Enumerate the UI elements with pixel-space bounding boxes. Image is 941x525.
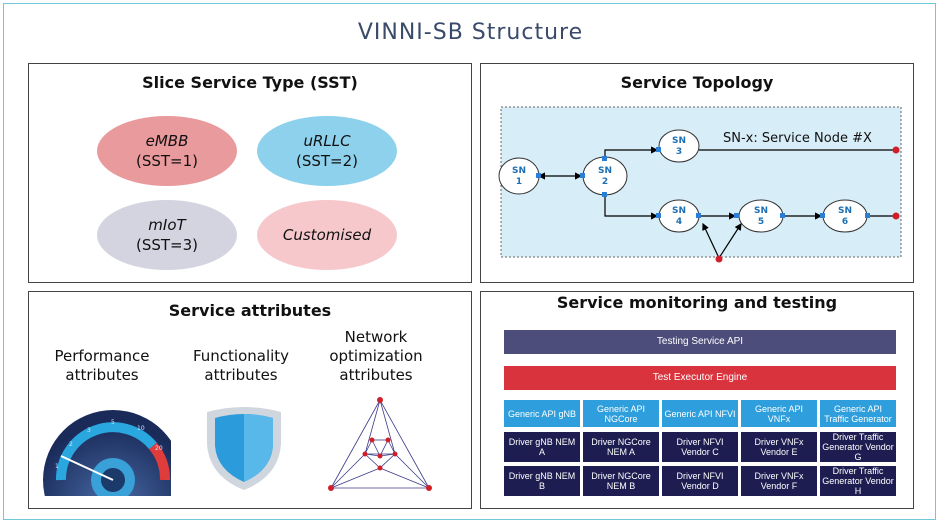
node-sn3 <box>658 129 700 163</box>
topology-title: Service Topology <box>620 73 774 92</box>
svg-text:20: 20 <box>155 445 163 452</box>
network-graph-icon <box>328 397 432 491</box>
sst-customised-name: Customised <box>282 226 372 244</box>
shield-icon <box>207 407 281 490</box>
topology-diagram: SN 1 SN 2 SN 3 SN 4 SN 5 SN 6 SN-x: Serv… <box>498 106 902 263</box>
node-sn4 <box>658 199 700 233</box>
testing-service-api-bar: Testing Service API <box>504 330 896 354</box>
driver-box: Driver Traffic Generator Vendor G <box>820 432 896 462</box>
sn4-label: SN <box>672 206 686 216</box>
sst-miot-code: (SST=3) <box>135 236 199 254</box>
functionality-attributes-label: Functionality attributes <box>192 347 290 384</box>
sn3-label: SN <box>672 136 686 146</box>
sn5-label: SN <box>754 206 768 216</box>
generic-api-box: Generic API VNFx <box>741 400 817 427</box>
sn1-num: 1 <box>516 177 522 187</box>
generic-api-box: Generic API NFVI <box>662 400 738 427</box>
sst-miot: mIoT (SST=3) <box>97 200 237 270</box>
speedometer-icon: 2 3 5 10 20 1 <box>43 410 171 496</box>
connection-points <box>536 147 870 218</box>
svg-text:3: 3 <box>87 427 91 434</box>
node-sn1 <box>498 157 540 195</box>
network-optimization-attributes-label: Network optimization attributes <box>329 328 423 384</box>
sn4-num: 4 <box>676 217 682 227</box>
endpoint-top <box>892 146 900 154</box>
sn3-num: 3 <box>676 147 682 157</box>
sst-title: Slice Service Type (SST) <box>142 73 358 92</box>
sn1-label: SN <box>512 166 526 176</box>
driver-box: Driver gNB NEM A <box>504 432 580 462</box>
driver-box: Driver VNFx Vendor E <box>741 432 817 462</box>
edge-2-4 <box>604 194 659 220</box>
driver-box: Driver VNFx Vendor F <box>741 466 817 496</box>
sn5-num: 5 <box>758 217 764 227</box>
monitoring-panel: Service monitoring and testing Testing S… <box>480 291 914 509</box>
endpoint-bottom <box>715 255 723 263</box>
edge-5-down <box>718 222 742 259</box>
edge-4-down <box>702 222 720 259</box>
page-title: VINNI-SB Structure <box>357 20 584 45</box>
sn2-num: 2 <box>602 177 608 187</box>
performance-attributes-label: Performance attributes <box>54 347 150 384</box>
topology-panel: Service Topology SN 1 SN 2 SN 3 SN 4 <box>480 63 914 283</box>
node-sn6 <box>822 199 868 233</box>
attributes-panel: Service attributes Performance attribute… <box>28 291 472 509</box>
topology-area <box>500 106 902 258</box>
sst-embb-name: eMBB <box>145 132 189 150</box>
node-sn5 <box>738 199 784 233</box>
generic-api-box: Generic API Traffic Generator <box>820 400 896 427</box>
attributes-title: Service attributes <box>168 301 332 320</box>
driver-box: Driver NFVI Vendor C <box>662 432 738 462</box>
outer-frame <box>3 3 936 520</box>
driver-box: Driver gNB NEM B <box>504 466 580 496</box>
svg-text:10: 10 <box>137 425 145 432</box>
sn6-num: 6 <box>842 217 848 227</box>
sn2-label: SN <box>598 166 612 176</box>
monitoring-title: Service monitoring and testing <box>556 293 838 312</box>
generic-api-box: Generic API gNB <box>504 400 580 427</box>
svg-text:2: 2 <box>69 441 73 448</box>
sst-miot-name: mIoT <box>148 216 186 234</box>
sst-customised: Customised <box>257 200 397 270</box>
sst-urllc: uRLLC (SST=2) <box>257 116 397 186</box>
sn6-label: SN <box>838 206 852 216</box>
sst-urllc-code: (SST=2) <box>295 152 359 170</box>
generic-api-box: Generic API NGCore <box>583 400 659 427</box>
sst-panel: Slice Service Type (SST) eMBB (SST=1) uR… <box>28 63 472 283</box>
driver-box: Driver NGCore NEM B <box>583 466 659 496</box>
topology-legend: SN-x: Service Node #X <box>723 131 872 146</box>
sst-urllc-name: uRLLC <box>303 132 351 150</box>
sst-embb: eMBB (SST=1) <box>97 116 237 186</box>
node-sn2 <box>582 156 628 196</box>
svg-text:1: 1 <box>55 463 59 470</box>
driver-box: Driver NFVI Vendor D <box>662 466 738 496</box>
driver-box: Driver NGCore NEM A <box>583 432 659 462</box>
sst-embb-code: (SST=1) <box>135 152 199 170</box>
driver-box: Driver Traffic Generator Vendor H <box>820 466 896 496</box>
test-executor-engine-bar: Test Executor Engine <box>504 366 896 390</box>
svg-text:5: 5 <box>111 419 115 426</box>
endpoint-right <box>892 212 900 220</box>
